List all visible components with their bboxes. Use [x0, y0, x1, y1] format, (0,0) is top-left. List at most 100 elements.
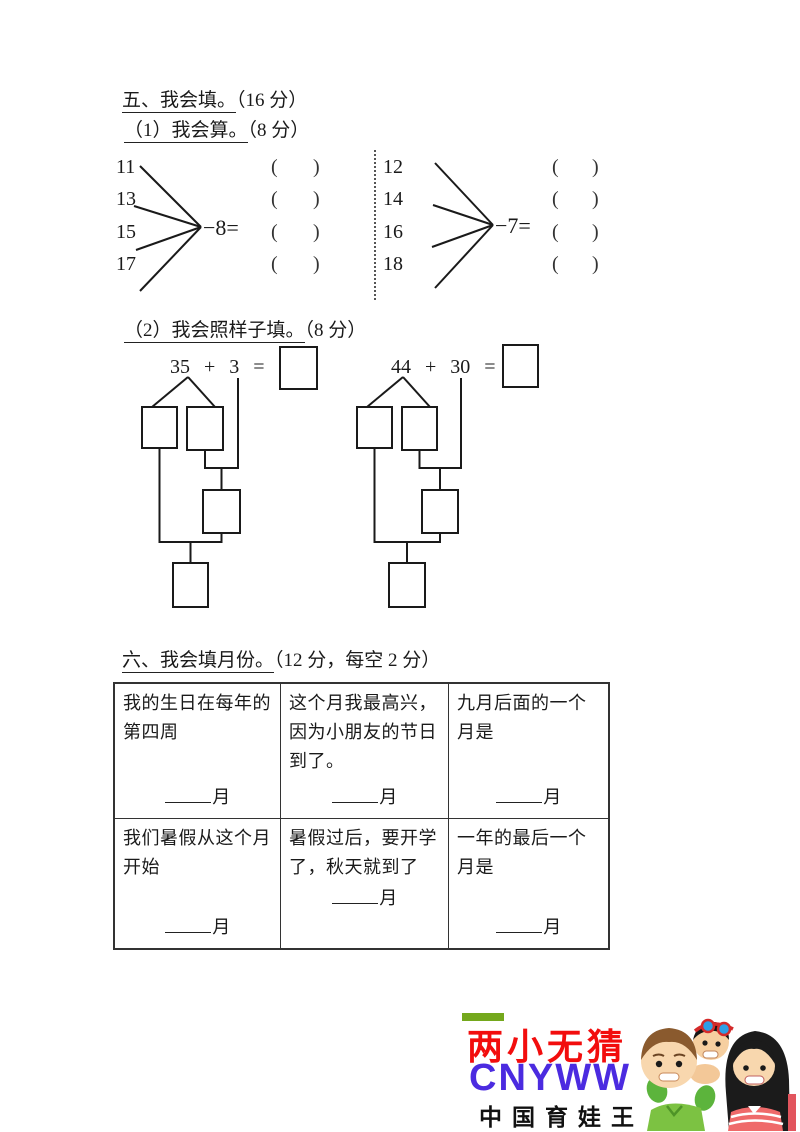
answer-slot[interactable]: ( ) — [552, 221, 599, 243]
svg-text:)[interactable]: ) — [592, 221, 599, 243]
blank-line[interactable] — [165, 918, 212, 933]
answer-blank[interactable]: 月 — [332, 783, 398, 812]
fan-line — [133, 205, 202, 228]
answer-box[interactable] — [502, 344, 539, 388]
section5-title-text: 五、我会填。 — [122, 90, 237, 113]
blank-label: 月 — [212, 917, 231, 937]
answer-slot[interactable]: ( ) — [271, 156, 320, 178]
fan-number: 14 — [383, 188, 403, 210]
answer-box[interactable] — [388, 562, 426, 608]
blank-label: 月 — [212, 787, 231, 807]
table-cell: 九月后面的一个月是 月 — [449, 684, 608, 819]
blank-line[interactable] — [332, 788, 379, 803]
answer-box[interactable] — [141, 406, 178, 449]
girl-icon — [725, 1031, 790, 1131]
children-cartoon-icon — [641, 1018, 790, 1131]
tree-line — [373, 448, 441, 543]
answer-box[interactable] — [421, 489, 459, 534]
section6-points: （12 分，每空 2 分） — [274, 650, 441, 671]
cell-text: 我的生日在每年的第四周 — [123, 693, 271, 742]
cell-text: 我们暑假从这个月开始 — [123, 828, 271, 877]
answer-box[interactable] — [279, 346, 318, 390]
fan-line — [139, 226, 202, 292]
tree-line — [402, 376, 431, 408]
answer-box[interactable] — [186, 406, 224, 451]
fan-operator: −7= — [495, 213, 531, 238]
answer-slot[interactable]: ( ) — [552, 188, 599, 210]
tree-line — [418, 378, 462, 469]
answer-blank[interactable]: 月 — [165, 913, 231, 942]
svg-text:([interactable]: ( — [552, 253, 559, 275]
svg-text:)[interactable]: ) — [592, 253, 599, 275]
svg-text:([interactable]: ( — [552, 156, 559, 178]
blank-label: 月 — [543, 787, 562, 807]
answer-slot[interactable]: ( ) — [271, 221, 320, 243]
answer-box[interactable] — [356, 406, 393, 449]
fan-number: 16 — [383, 221, 403, 243]
svg-text:([interactable]: ( — [552, 221, 559, 243]
table-cell: 一年的最后一个月是 月 — [449, 819, 608, 948]
answer-box[interactable] — [172, 562, 209, 608]
logo-slogan: 中国育娃王 — [479, 1104, 644, 1130]
cell-text: 九月后面的一个月是 — [457, 693, 587, 742]
tree-line — [158, 448, 223, 543]
svg-text:)[interactable]: ) — [313, 221, 320, 243]
blank-line[interactable] — [496, 788, 543, 803]
fan-number: 15 — [116, 221, 136, 243]
svg-text:([interactable]: ( — [271, 221, 278, 243]
fan-number: 17 — [116, 253, 136, 275]
answer-blank[interactable]: 月 — [165, 783, 231, 812]
svg-text:)[interactable]: ) — [592, 188, 599, 210]
cell-text: 暑假过后，要开学了，秋天就到了 — [289, 828, 437, 877]
month-table: 我的生日在每年的第四周 月 这个月我最高兴，因为小朋友的节日到了。 月 九月后面… — [113, 682, 610, 950]
goggles-kid-icon — [690, 1018, 734, 1084]
answer-blank[interactable]: 月 — [496, 783, 562, 812]
fan-number: 18 — [383, 253, 403, 275]
answer-slot[interactable]: ( ) — [552, 156, 599, 178]
section5-points: （16 分） — [236, 90, 308, 111]
svg-text:([interactable]: ( — [271, 188, 278, 210]
blank-label: 月 — [379, 888, 398, 908]
cell-text: 这个月我最高兴，因为小朋友的节日到了。 — [289, 693, 437, 771]
dotted-divider — [374, 150, 376, 300]
fan-number: 13 — [116, 188, 136, 210]
answer-slot[interactable]: ( ) — [552, 253, 599, 275]
svg-text:([interactable]: ( — [552, 188, 559, 210]
answer-box[interactable] — [401, 406, 438, 451]
site-logo: 两小无猜 CNYWW 中国育娃王 — [455, 1008, 800, 1131]
fan-line — [432, 204, 494, 226]
answer-box[interactable] — [202, 489, 241, 534]
svg-text:)[interactable]: ) — [313, 156, 320, 178]
table-cell: 暑假过后，要开学了，秋天就到了 月 — [281, 819, 449, 948]
cell-text: 一年的最后一个月是 — [457, 828, 587, 877]
svg-text:([interactable]: ( — [271, 253, 278, 275]
fan-diagram-minus-8: 11 13 15 17 −8= ( ) ( ) ( ) ( ) — [116, 156, 320, 292]
answer-slot[interactable]: ( ) — [271, 253, 320, 275]
svg-text:)[interactable]: ) — [313, 253, 320, 275]
answer-blank[interactable]: 月 — [496, 913, 562, 942]
decomposition-tree-35-plus-3: 35 + 3 = — [141, 346, 318, 608]
fan-line — [135, 226, 202, 251]
section6-title-text: 六、我会填月份。 — [122, 650, 275, 673]
fan-number: 12 — [383, 156, 403, 178]
svg-text:([interactable]: ( — [271, 156, 278, 178]
boy-icon — [641, 1028, 716, 1131]
blank-line[interactable] — [165, 788, 212, 803]
section5-part2-points: （8 分） — [304, 320, 367, 341]
answer-slot[interactable]: ( ) — [271, 188, 320, 210]
fan-diagram-minus-7: 12 14 16 18 −7= ( ) ( ) ( ) ( ) — [383, 156, 599, 289]
svg-text:)[interactable]: ) — [313, 188, 320, 210]
decomposition-tree-44-plus-30: 44 + 30 = — [356, 344, 539, 608]
blank-line[interactable] — [496, 918, 543, 933]
section5-part1-points: （8 分） — [247, 120, 310, 141]
answer-blank[interactable]: 月 — [332, 884, 398, 913]
table-cell: 这个月我最高兴，因为小朋友的节日到了。 月 — [281, 684, 449, 819]
tree-line — [204, 378, 239, 469]
fan-line — [139, 165, 202, 228]
tree-line — [366, 376, 404, 408]
blank-line[interactable] — [332, 889, 379, 904]
section5-part2-title-text: （2）我会照样子填。 — [124, 320, 305, 343]
tree-line — [151, 376, 189, 408]
fan-line — [434, 224, 494, 289]
svg-text:)[interactable]: ) — [592, 156, 599, 178]
